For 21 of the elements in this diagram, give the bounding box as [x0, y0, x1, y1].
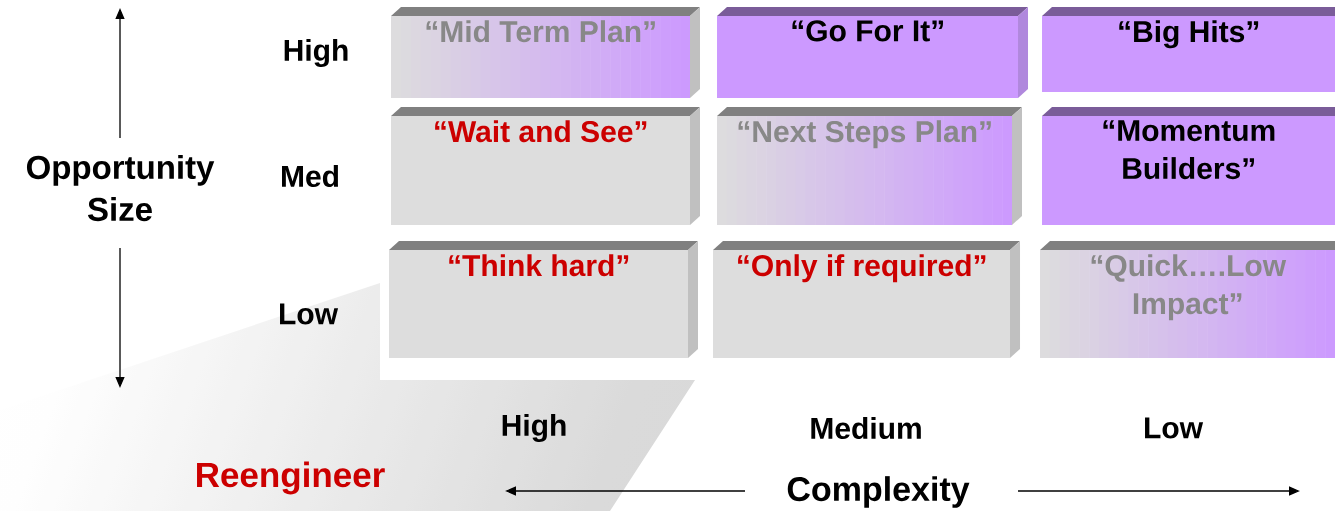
matrix-box: “Think hard”	[389, 241, 698, 358]
node-label: “Next Steps Plan”	[738, 120, 991, 149]
matrix-box: “Big Hits”	[1042, 7, 1335, 92]
axis-label: Low	[1145, 417, 1204, 439]
matrix-box: “Go For It”	[717, 7, 1028, 98]
matrix-box: “Mid Term Plan”	[391, 7, 700, 98]
axis-label: Medium	[811, 417, 921, 440]
matrix-box: “Next Steps Plan”	[717, 107, 1022, 225]
axis-label: High	[284, 38, 348, 68]
axis-label: Low	[280, 303, 339, 325]
matrix-box: “Quick….Low Impact”	[1040, 241, 1335, 358]
axis-label: Med	[282, 165, 338, 187]
node-label: “Mid Term Plan”	[426, 20, 655, 43]
matrix-box: “Only if required”	[713, 241, 1020, 358]
matrix-box: “Wait and See”	[391, 107, 700, 225]
axis-label: Complexity	[787, 476, 970, 508]
axis-label: High	[502, 413, 566, 443]
node-label: “Quick….Low Impact”	[1091, 254, 1287, 321]
matrix-box: “Momentum Builders”	[1042, 107, 1335, 225]
axis-label: Opportunity Size	[26, 154, 215, 222]
axis-label: Reengineer	[197, 461, 385, 495]
